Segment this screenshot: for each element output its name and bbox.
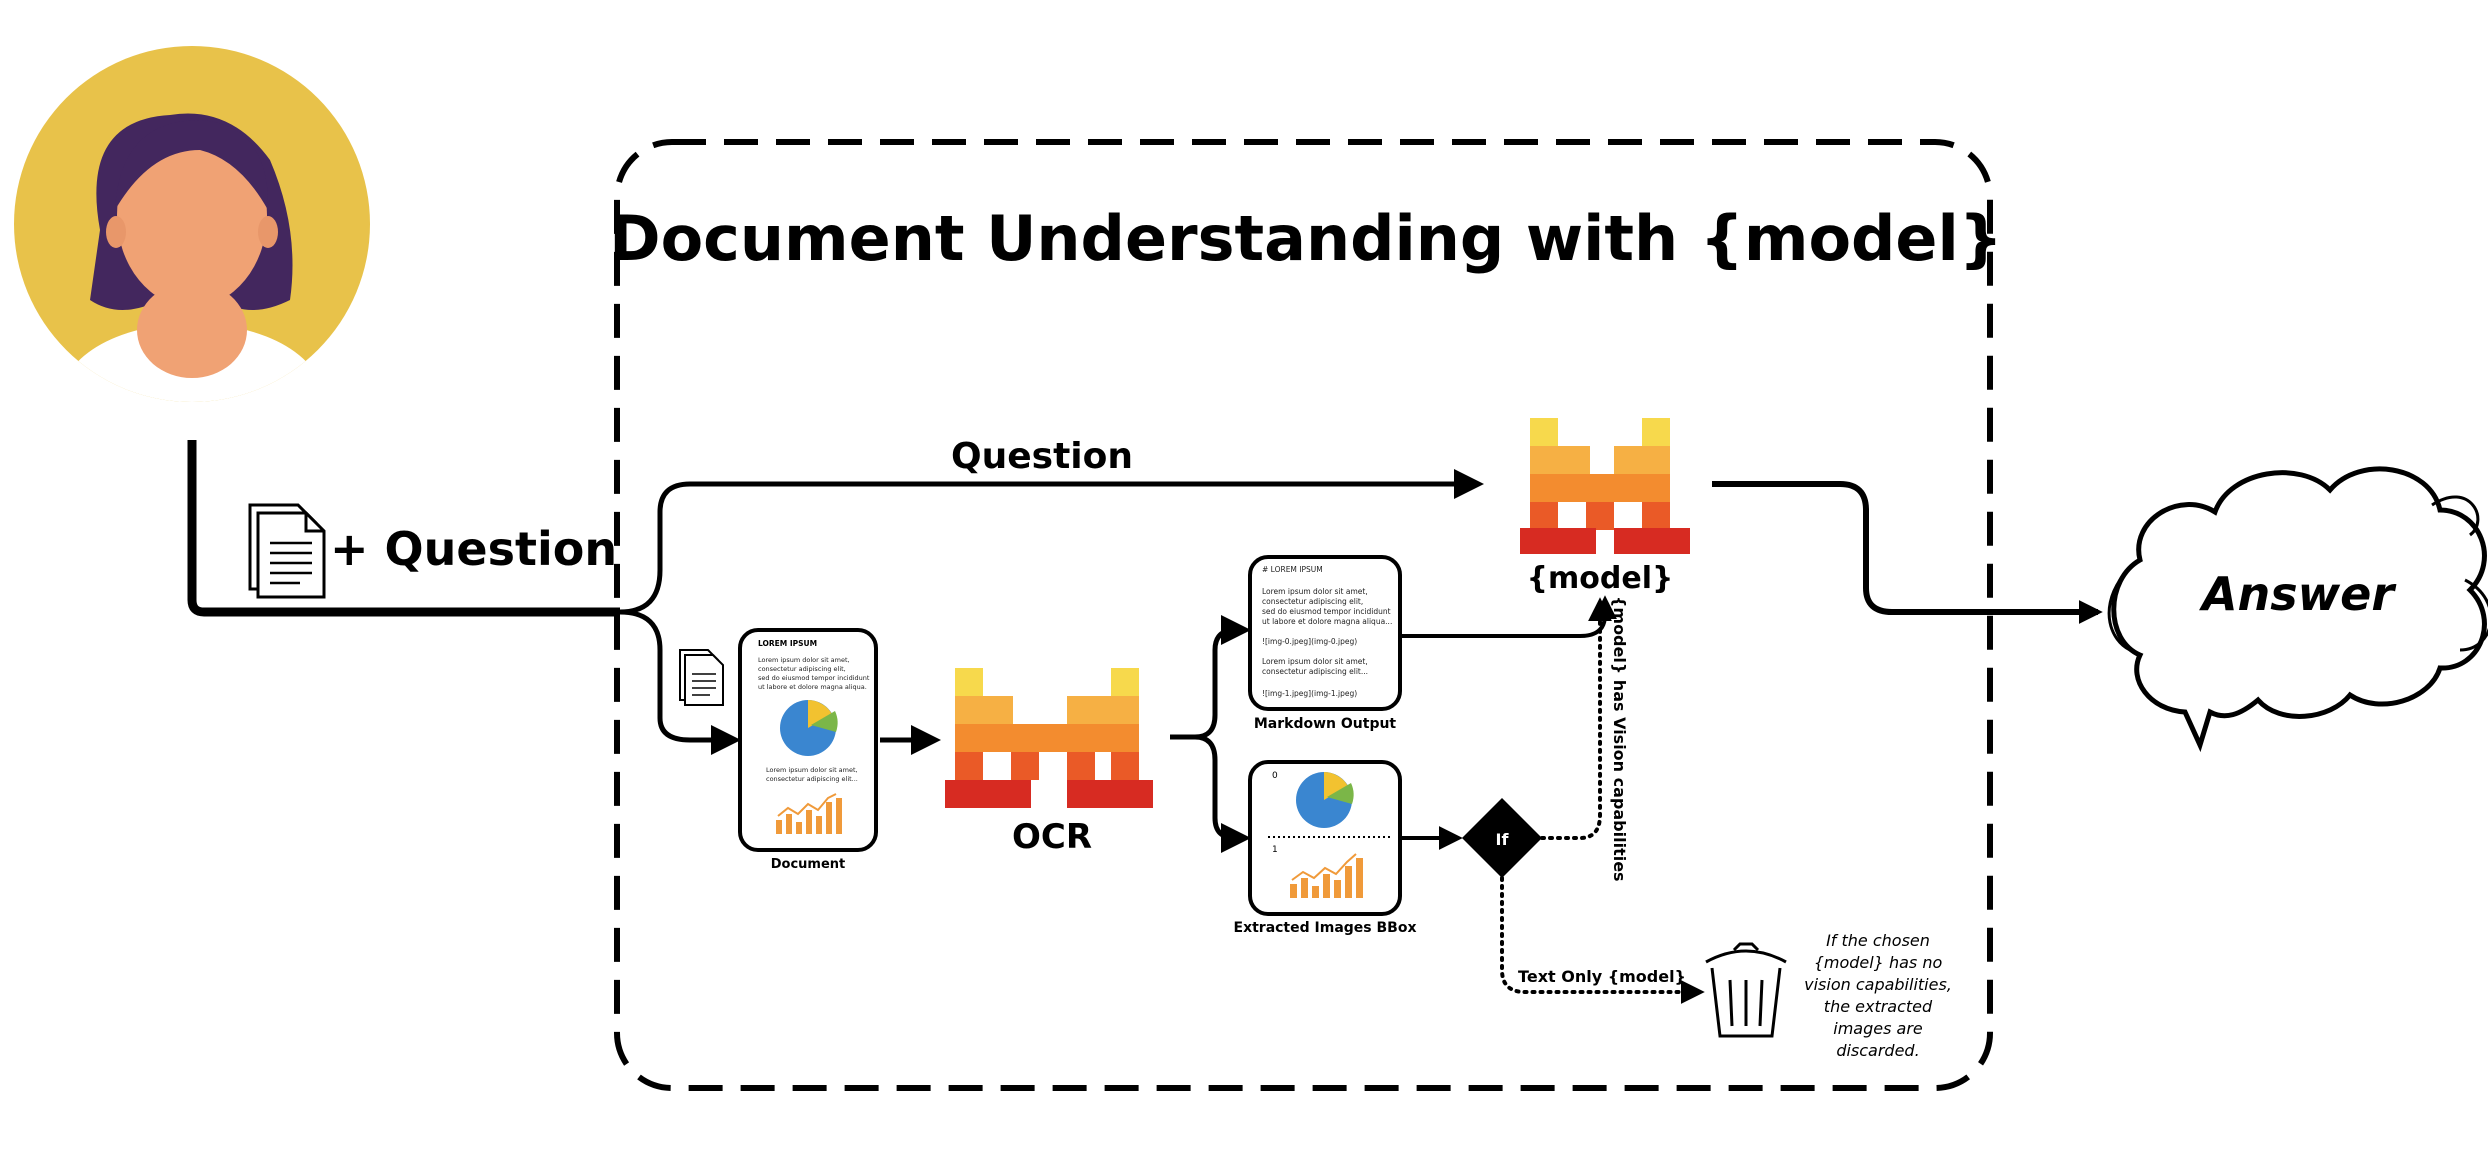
markdown-line: consectetur adipiscing elit, [1262, 597, 1363, 606]
document-icon [248, 503, 326, 599]
pipeline-frame [614, 139, 1993, 1091]
pie-chart-icon [1296, 772, 1354, 828]
markdown-line: Lorem ipsum dolor sit amet, [1262, 587, 1368, 596]
markdown-line: sed do eiusmod tempor incididunt [1262, 607, 1391, 616]
model-label: {model} [1527, 561, 1674, 596]
markdown-to-model-arrow [1402, 595, 1617, 638]
extracted-images-card: 0 1 Extracted Images BBox [1234, 760, 1417, 936]
document-line: Lorem ipsum dolor sit amet, [758, 656, 850, 664]
ocr-to-images-arrow [1194, 734, 1251, 853]
mistral-logo-icon [1520, 418, 1690, 554]
note-line: {model} has no [1814, 953, 1943, 972]
markdown-line: consectetur adipiscing elit... [1262, 667, 1368, 676]
markdown-caption: Markdown Output [1254, 716, 1397, 732]
document-line: sed do eiusmod tempor incididunt [758, 674, 870, 682]
images-caption: Extracted Images BBox [1234, 920, 1417, 936]
document-line: Lorem ipsum dolor sit amet, [766, 766, 858, 774]
mistral-logo-icon [945, 668, 1153, 808]
markdown-line: Lorem ipsum dolor sit amet, [1262, 657, 1368, 666]
trash-icon [1705, 942, 1787, 1038]
bar-chart-icon [776, 793, 842, 834]
document-line: consectetur adipiscing elit... [766, 775, 858, 783]
user-input-label: + Question [330, 522, 617, 576]
note-line: vision capabilities, [1804, 975, 1952, 994]
input-flow-line [187, 440, 620, 617]
bar-chart-icon [1290, 853, 1363, 898]
ocr-to-markdown-arrow [1170, 615, 1251, 740]
image-index: 1 [1272, 845, 1278, 855]
text-only-branch-line [1500, 876, 1705, 1004]
document-line: consectetur adipiscing elit, [758, 665, 846, 673]
markdown-image-ref: ![img-0.jpeg](img-0.jpeg) [1262, 637, 1357, 646]
vision-branch-line [1540, 597, 1612, 840]
document-heading: LOREM IPSUM [758, 639, 817, 648]
ocr-label: OCR [1012, 817, 1092, 857]
note-line: discarded. [1836, 1041, 1919, 1060]
discard-note: If the chosen {model} has no vision capa… [1804, 931, 1952, 1060]
diagram-title: Document Understanding with {model} [609, 202, 2003, 275]
note-line: images are [1833, 1019, 1923, 1038]
markdown-line: ut labore et dolore magna aliqua... [1262, 617, 1392, 626]
markdown-output-card: # LOREM IPSUM Lorem ipsum dolor sit amet… [1248, 555, 1402, 732]
markdown-heading: # LOREM IPSUM [1262, 565, 1323, 574]
note-line: If the chosen [1826, 931, 1930, 950]
document-flow-line [619, 609, 741, 755]
markdown-image-ref: ![img-1.jpeg](img-1.jpeg) [1262, 689, 1357, 698]
user-avatar-icon [14, 46, 370, 402]
note-line: the extracted [1824, 997, 1933, 1016]
question-flow-line [619, 469, 1484, 615]
pie-chart-icon [780, 700, 838, 756]
cloud-icon [2107, 466, 2488, 753]
small-document-icon [679, 649, 724, 706]
answer-label: Answer [2199, 567, 2397, 621]
model-to-answer-arrow [1712, 481, 2103, 624]
question-label: Question [951, 436, 1133, 477]
image-index: 0 [1272, 771, 1278, 781]
document-line: ut labore et dolore magna aliqua. [758, 683, 867, 691]
document-caption: Document [771, 857, 846, 872]
document-card: LOREM IPSUM Lorem ipsum dolor sit amet, … [738, 628, 878, 872]
decision-diamond: If [1462, 798, 1542, 878]
decision-label: If [1496, 830, 1510, 849]
vision-branch-label: {model} has Vision capabilities [1610, 596, 1629, 882]
text-only-branch-label: Text Only {model} [1518, 967, 1686, 986]
